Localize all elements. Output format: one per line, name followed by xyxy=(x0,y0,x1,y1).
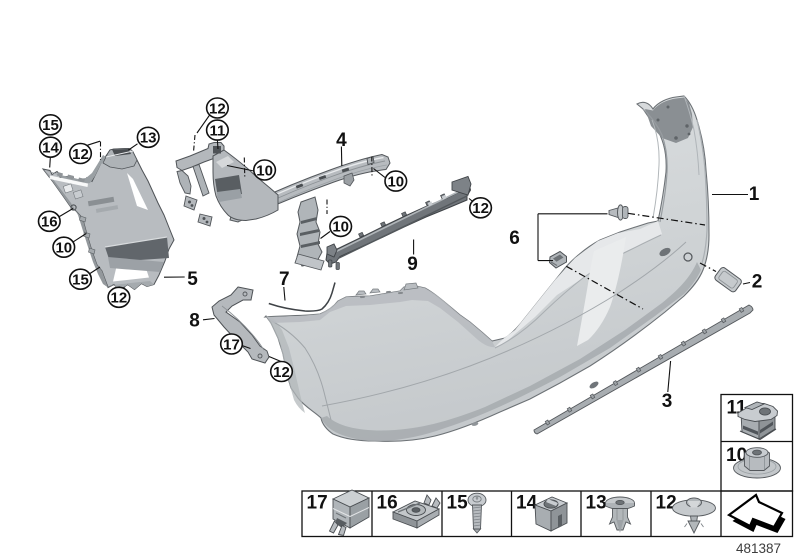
svg-text:14: 14 xyxy=(516,493,538,514)
svg-text:17: 17 xyxy=(223,336,240,353)
svg-text:16: 16 xyxy=(41,214,58,231)
svg-text:15: 15 xyxy=(72,272,89,289)
svg-text:2: 2 xyxy=(752,272,763,293)
svg-text:3: 3 xyxy=(662,391,673,412)
svg-text:12: 12 xyxy=(111,290,128,307)
svg-text:11: 11 xyxy=(209,122,225,139)
svg-text:13: 13 xyxy=(140,130,157,147)
svg-text:481387: 481387 xyxy=(736,541,781,556)
svg-text:8: 8 xyxy=(189,311,200,332)
svg-text:6: 6 xyxy=(509,228,520,249)
svg-text:15: 15 xyxy=(42,117,59,134)
svg-text:13: 13 xyxy=(586,493,607,514)
svg-text:10: 10 xyxy=(387,173,404,190)
svg-text:1: 1 xyxy=(749,184,760,205)
svg-text:17: 17 xyxy=(307,493,328,514)
svg-text:12: 12 xyxy=(472,200,489,217)
svg-text:10: 10 xyxy=(256,162,273,179)
svg-text:10: 10 xyxy=(332,219,349,236)
svg-text:12: 12 xyxy=(273,364,290,381)
svg-text:7: 7 xyxy=(279,269,290,290)
svg-text:12: 12 xyxy=(72,146,89,163)
svg-text:12: 12 xyxy=(656,493,677,514)
svg-text:14: 14 xyxy=(42,140,59,157)
svg-text:16: 16 xyxy=(377,493,398,514)
svg-text:9: 9 xyxy=(407,254,418,275)
svg-text:5: 5 xyxy=(187,269,198,290)
svg-text:4: 4 xyxy=(336,130,347,151)
svg-text:12: 12 xyxy=(209,100,226,117)
svg-text:10: 10 xyxy=(55,240,72,257)
svg-text:15: 15 xyxy=(447,493,469,514)
